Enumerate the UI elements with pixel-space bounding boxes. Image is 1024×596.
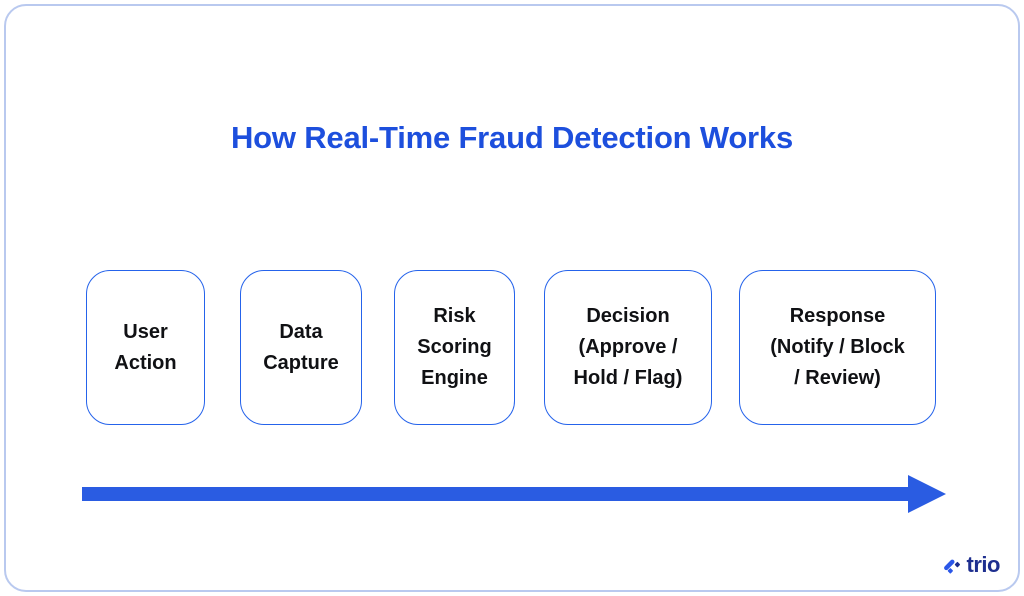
step-label: Decision (Approve / Hold / Flag)	[574, 301, 683, 394]
step-label: Data Capture	[263, 317, 339, 379]
step-label-line: Engine	[421, 367, 488, 389]
trio-logo: trio	[942, 552, 1001, 578]
flow-step-user-action: User Action	[86, 270, 205, 425]
step-label-line: User	[123, 320, 168, 343]
flow-step-data-capture: Data Capture	[240, 270, 362, 425]
step-label-line: Decision	[586, 305, 670, 327]
flow-step-decision: Decision (Approve / Hold / Flag)	[544, 270, 712, 425]
step-label-line: (Approve /	[578, 336, 678, 358]
flow-step-risk-scoring-engine: Risk Scoring Engine	[394, 270, 515, 425]
step-label-line: / Review)	[794, 367, 881, 389]
flow-arrow-head-icon	[908, 475, 946, 513]
step-label-line: Risk	[433, 305, 476, 327]
step-label-line: Data	[279, 320, 323, 343]
step-label: Risk Scoring Engine	[417, 301, 491, 394]
trio-logo-text: trio	[966, 552, 1001, 577]
step-label-line: (Notify / Block	[770, 336, 905, 358]
flow-arrow-shaft	[82, 487, 910, 501]
trio-logo-icon	[943, 559, 960, 574]
step-label-line: Hold / Flag)	[573, 367, 683, 389]
diagram-title: How Real-Time Fraud Detection Works	[230, 120, 794, 155]
step-label: User Action	[114, 317, 176, 379]
step-label-line: Scoring	[417, 336, 492, 358]
step-label: Response (Notify / Block / Review)	[770, 301, 904, 394]
step-label-line: Response	[789, 305, 886, 327]
flow-step-response: Response (Notify / Block / Review)	[739, 270, 936, 425]
step-label-line: Capture	[263, 351, 339, 374]
step-label-line: Action	[114, 351, 177, 374]
